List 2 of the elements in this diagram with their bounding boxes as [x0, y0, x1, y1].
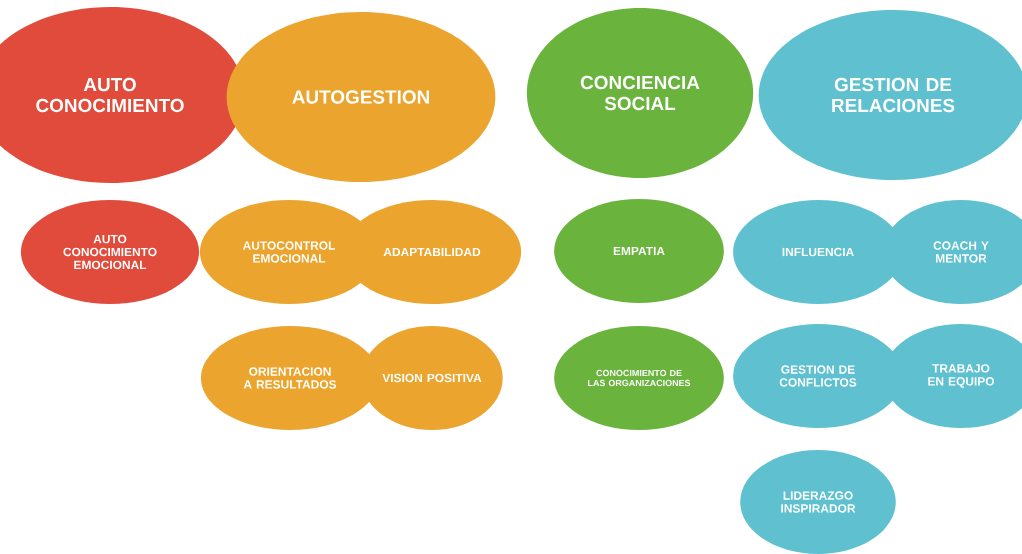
node-label: ADAPTABILIDAD	[383, 247, 481, 257]
node-label: AUTOCONTROL EMOCIONAL	[242, 241, 336, 263]
